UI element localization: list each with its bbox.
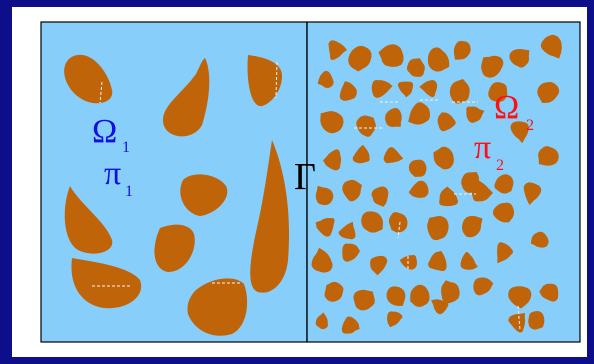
pi-2-subscript: 2: [496, 157, 504, 174]
omega-2-label: Ω: [494, 89, 519, 126]
pi-2-label: π: [474, 129, 491, 166]
omega-2-subscript: 2: [526, 117, 534, 134]
omega-1-subscript: 1: [122, 139, 130, 156]
pi-1-label: π: [104, 155, 121, 192]
interface-label: Γ: [294, 156, 316, 198]
pi-1-subscript: 1: [125, 183, 133, 200]
grain: [528, 311, 544, 330]
omega-1-label: Ω: [92, 113, 117, 150]
